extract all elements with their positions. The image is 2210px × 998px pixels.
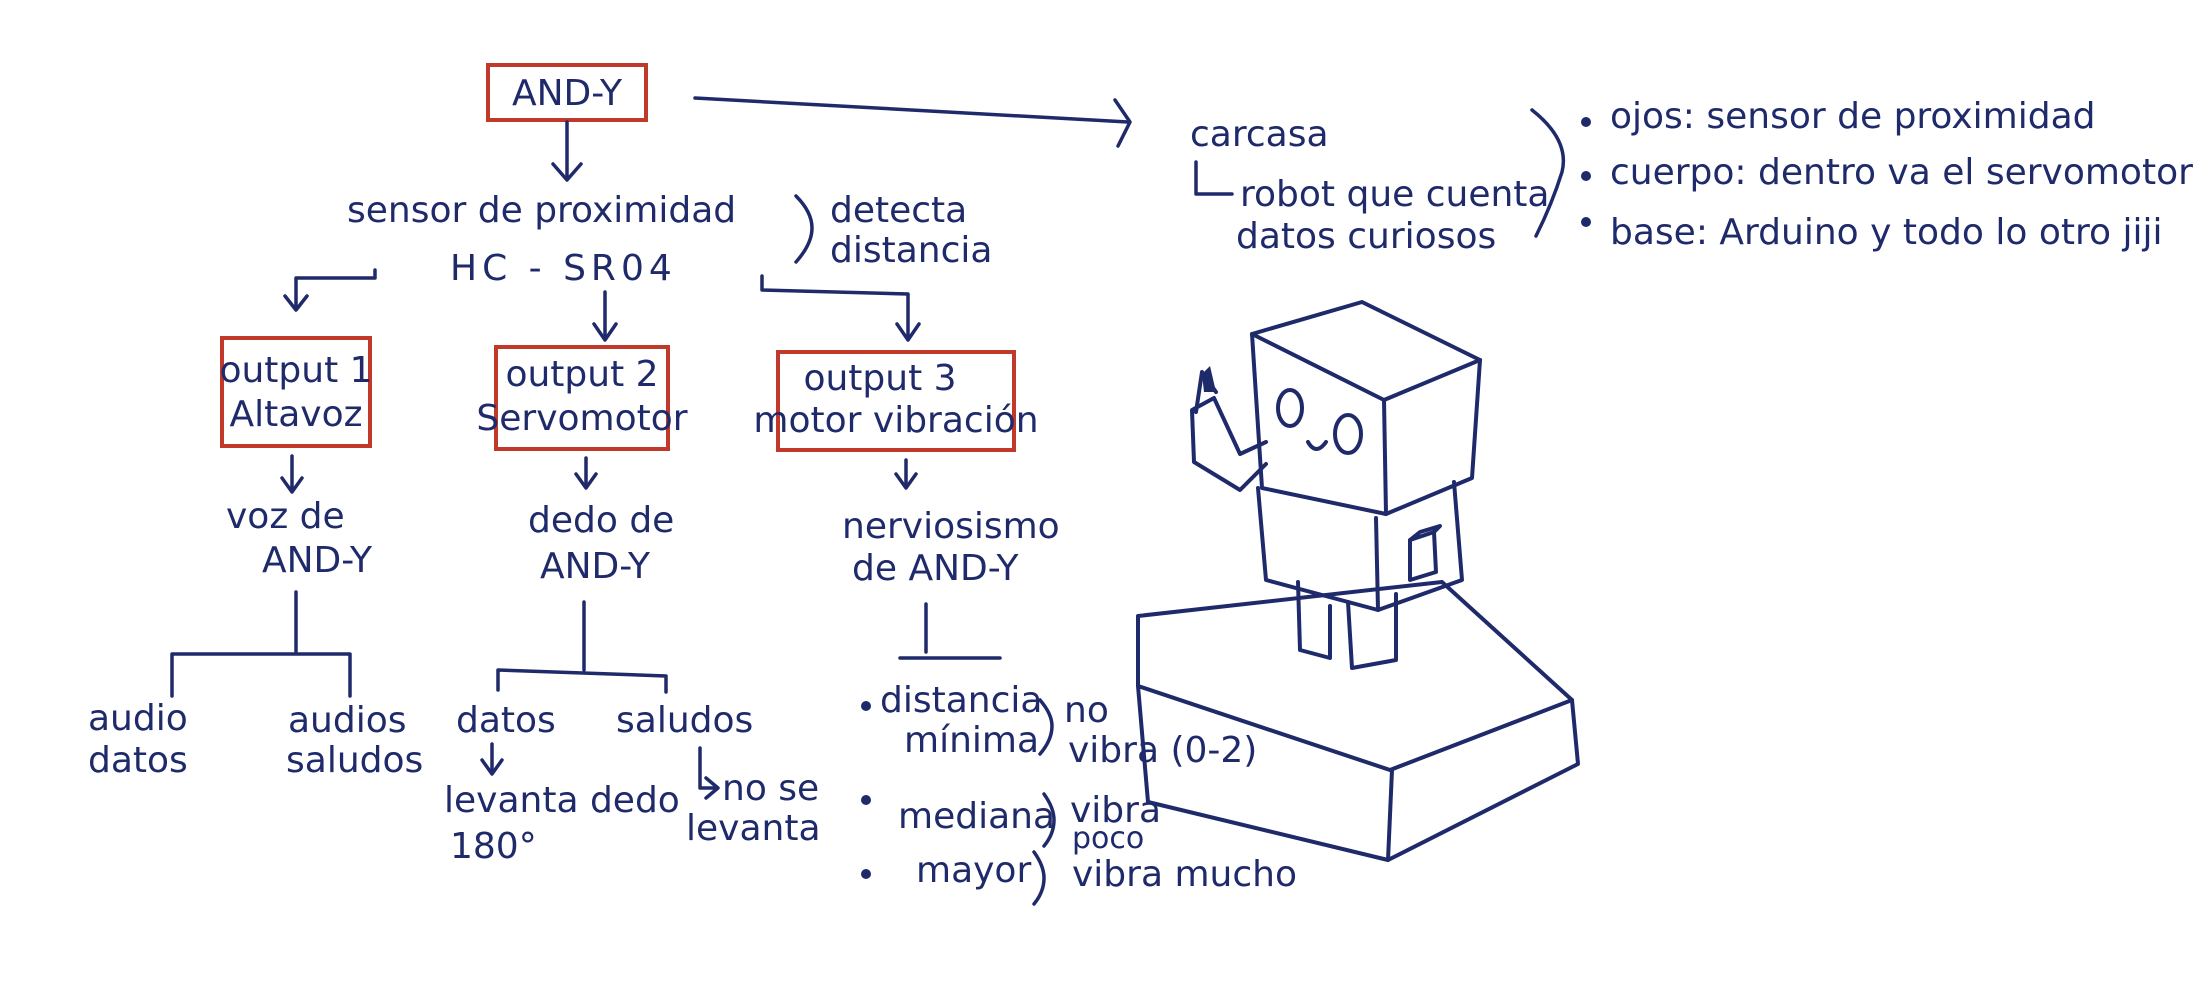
level-2-effect-line2: poco	[1072, 821, 1144, 856]
output-1-tree-branches	[170, 652, 352, 698]
part-3-bullet	[1581, 217, 1591, 227]
carcasa-sub-arrow	[1194, 160, 1234, 196]
output-1-arrowhead	[280, 476, 304, 494]
connector-output-2-head	[592, 322, 618, 342]
output-2-branch-2-effect-line1: no se	[722, 768, 819, 809]
level-1-line2: mínima	[904, 720, 1039, 761]
carcasa-desc-line2: datos curiosos	[1236, 216, 1496, 257]
level-3-effect: vibra mucho	[1072, 854, 1297, 895]
robot-base-side	[1386, 698, 1580, 862]
robot-leg-left	[1296, 580, 1332, 660]
output-2-branch-2-label: saludos	[616, 700, 753, 741]
output-1-result-line2: AND-Y	[262, 540, 373, 581]
output-2-title: output 2	[505, 354, 658, 395]
connector-output-1-head	[283, 294, 309, 312]
level-1-effect-line2: vibra (0-2)	[1068, 730, 1257, 771]
root-down-arrowhead	[551, 162, 583, 182]
level-2-bullet	[861, 795, 871, 805]
connector-output-3	[760, 274, 910, 340]
robot-leg-right	[1346, 592, 1398, 670]
output-2-result-line2: AND-Y	[540, 546, 651, 587]
output-1-box	[220, 336, 372, 448]
robot-head-side	[1384, 358, 1482, 516]
root-to-carcasa-arrow	[693, 96, 1130, 124]
output-3-result-line1: nerviosismo	[842, 506, 1060, 547]
output-2-result-line1: dedo de	[528, 500, 674, 541]
part-1: ojos: sensor de proximidad	[1610, 96, 2096, 137]
part-3: base: Arduino y todo lo otro jiji	[1610, 212, 2162, 253]
output-1-result-line1: voz de	[226, 496, 345, 537]
robot-eye-left	[1276, 388, 1304, 428]
output-1-title: output 1	[219, 350, 372, 391]
output-2-arrowhead	[574, 472, 598, 490]
output-3-device: motor vibración	[753, 400, 1038, 441]
sensor-note-line2: distancia	[830, 230, 992, 271]
root-label: AND-Y	[512, 73, 623, 114]
output-3-box	[776, 350, 1016, 452]
robot-body-button-top	[1408, 524, 1442, 542]
sensor-model: HC - SR04	[450, 248, 677, 289]
output-2-branch-2-effect-line2: levanta	[686, 808, 821, 849]
output-3-title: output 3	[803, 358, 956, 399]
level-3-label: mayor	[916, 850, 1031, 891]
output-2-device: Servomotor	[476, 398, 687, 439]
level-3-brace	[1032, 850, 1046, 906]
part-2-bullet	[1581, 171, 1591, 181]
connector-output-3-head	[895, 322, 921, 342]
level-1-line1: distancia	[880, 680, 1042, 721]
output-3-result-line2: de AND-Y	[852, 548, 1019, 589]
robot-head-top	[1250, 300, 1482, 402]
robot-illustration	[1136, 300, 1580, 862]
connector-output-1	[294, 268, 377, 310]
output-1-branch-1-line2: datos	[88, 740, 188, 781]
output-2-box	[494, 345, 670, 451]
carcasa-brace	[1530, 108, 1566, 238]
level-1-effect-line1: no	[1064, 690, 1109, 731]
output-2-branch-1-effect-line1: levanta dedo	[444, 780, 680, 821]
robot-arm	[1190, 396, 1268, 492]
level-2-brace	[1042, 792, 1056, 848]
root-box	[486, 63, 648, 122]
root-to-carcasa-arrowhead	[1113, 98, 1132, 148]
level-2-label: mediana	[898, 796, 1055, 837]
sensor-name: sensor de proximidad	[347, 190, 736, 231]
robot-base-top	[1136, 580, 1574, 772]
robot-base-front	[1136, 684, 1394, 862]
output-2-branch-2-arrow	[698, 746, 718, 790]
carcasa-title: carcasa	[1190, 114, 1329, 155]
level-3-bullet	[861, 869, 871, 879]
output-2-branch-1-label: datos	[456, 700, 556, 741]
output-2-branch-1-effect-line2: 180°	[450, 826, 537, 867]
part-1-bullet	[1581, 117, 1591, 127]
output-1-branch-1-line1: audio	[88, 698, 188, 739]
output-2-tree-branches	[496, 668, 668, 694]
robot-head-front	[1250, 332, 1388, 516]
output-2-branch-2-arrowhead	[704, 776, 720, 800]
sensor-note-line1: detecta	[830, 190, 967, 231]
robot-mouth	[1306, 440, 1328, 451]
carcasa-desc-line1: robot que cuenta	[1240, 174, 1549, 215]
output-1-branch-2-line1: audios	[288, 700, 407, 741]
level-1-brace	[1038, 698, 1054, 756]
robot-eye-right	[1333, 413, 1363, 455]
output-2-branch-1-arrowhead	[480, 758, 504, 776]
output-1-branch-2-line2: saludos	[286, 740, 423, 781]
output-1-device: Altavoz	[229, 394, 362, 435]
robot-body-edge	[1374, 516, 1380, 612]
sensor-note-brace	[794, 194, 814, 264]
robot-finger-fill	[1202, 366, 1216, 392]
part-2: cuerpo: dentro va el servomotor	[1610, 152, 2193, 193]
output-3-arrowhead	[894, 472, 918, 490]
level-1-bullet	[861, 701, 871, 711]
robot-body-button	[1408, 530, 1438, 582]
